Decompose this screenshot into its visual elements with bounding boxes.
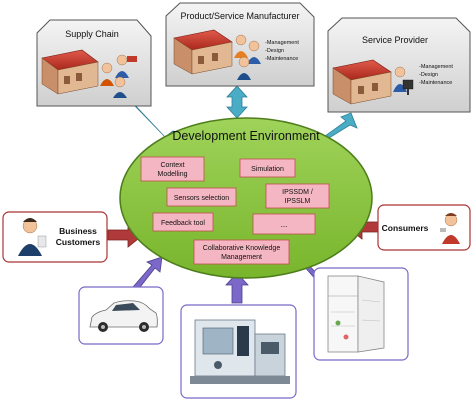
module-collab-label-1: Collaborative Knowledge [203, 245, 281, 252]
module-context-label-1: Context [160, 162, 184, 169]
fridge-icon [327, 275, 385, 353]
module-context-label-2: Modelling [158, 171, 188, 178]
business-person-icon [18, 218, 47, 256]
manufacturer-role-2: -Design [265, 48, 284, 54]
business-customers-panel: Business Customers [2, 211, 108, 263]
manufacturer-role-3: -Maintenance [265, 56, 298, 62]
consumers-label: Consumers [382, 223, 429, 233]
manufacturer-panel: Product/Service Manufacturer -Management… [165, 2, 315, 87]
service-provider-role-2: -Design [419, 72, 438, 78]
supply-chain-panel: Supply Chain [36, 19, 152, 107]
fridge-panel [313, 267, 409, 361]
module-feedback-label: Feedback tool [161, 220, 205, 227]
manufacturer-people-icon [234, 34, 261, 80]
module-ipssdm-label-2: IPSSLM [285, 198, 311, 205]
module-simulation: Simulation [239, 158, 296, 178]
module-feedback-tool: Feedback tool [152, 212, 214, 232]
arrow-car [132, 256, 163, 292]
arrow-machine [225, 272, 249, 304]
module-collaborative-knowledge: Collaborative Knowledge Management [193, 239, 290, 265]
service-provider-panel: Service Provider -Management -Design -Ma… [327, 17, 471, 113]
arrow-manufacturer [226, 85, 248, 119]
machine-tool-icon [190, 319, 290, 384]
module-ellipsis-label: ... [281, 220, 288, 229]
car-icon [89, 300, 158, 332]
car-panel [78, 286, 164, 345]
module-ipssdm-label-1: IPSSDM / [282, 189, 313, 196]
development-environment-title: Development Environment [172, 129, 320, 143]
business-customers-label-2: Customers [56, 237, 101, 247]
manufacturer-title: Product/Service Manufacturer [180, 11, 299, 21]
service-provider-role-1: -Management [419, 64, 453, 70]
module-collab-label-2: Management [221, 254, 262, 261]
module-ellipsis: ... [252, 213, 316, 235]
module-sensors-selection: Sensors selection [166, 187, 237, 207]
operator-icon [393, 66, 414, 95]
service-provider-title: Service Provider [362, 35, 428, 45]
supply-chain-title: Supply Chain [65, 29, 119, 39]
warehouse-icon [41, 49, 99, 95]
consumer-person-icon [440, 213, 460, 244]
service-building-icon [332, 59, 392, 105]
service-provider-role-3: -Maintenance [419, 80, 452, 86]
machine-panel [180, 304, 297, 399]
module-simulation-label: Simulation [251, 166, 284, 173]
module-ipssdm: IPSSDM / IPSSLM [265, 183, 330, 209]
module-sensors-label: Sensors selection [174, 195, 229, 202]
consumers-panel: Consumers [377, 204, 471, 251]
factory-icon [173, 29, 233, 75]
worker-icon [100, 54, 137, 98]
business-customers-label-1: Business [59, 226, 97, 236]
module-context-modelling: Context Modelling [140, 156, 205, 182]
manufacturer-role-1: -Management [265, 40, 299, 46]
